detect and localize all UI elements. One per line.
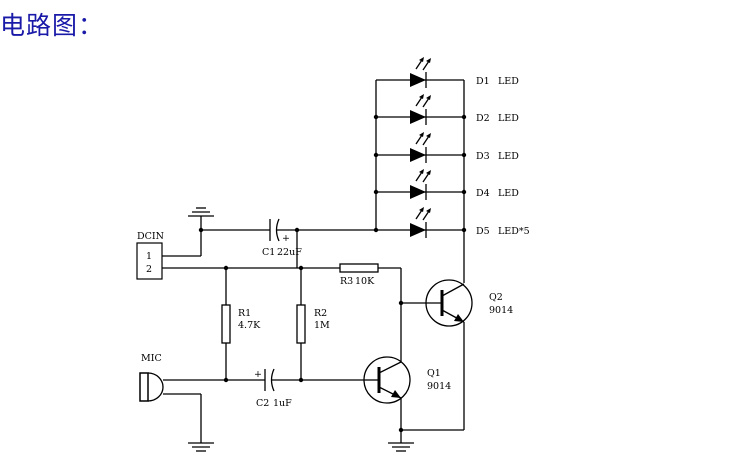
- r2-value: 1M: [314, 320, 330, 331]
- c1-ref: C1: [262, 247, 275, 258]
- led-d1-icon: [410, 57, 431, 88]
- led-d4-ref: D4: [476, 188, 490, 199]
- transistor-q1-icon: [363, 356, 411, 404]
- q1-value: 9014: [427, 381, 451, 392]
- dcin-label: DCIN: [137, 231, 164, 242]
- mic-label: MIC: [141, 353, 162, 364]
- q2-value: 9014: [489, 305, 513, 316]
- c2-ref: C2: [256, 398, 269, 409]
- led-d3-value: LED: [498, 151, 519, 162]
- ground-mic-icon: [188, 442, 214, 452]
- transistor-q2-icon: [425, 279, 473, 327]
- dcin-connector: [136, 242, 163, 280]
- led-d2-ref: D2: [476, 113, 490, 124]
- r1-ref: R1: [238, 308, 251, 319]
- led-d3-ref: D3: [476, 151, 490, 162]
- dcin-pin1: 1: [146, 251, 152, 262]
- q1-ref: Q1: [427, 368, 441, 379]
- capacitor-c2-icon: [264, 368, 275, 392]
- c1-value: 22uF: [277, 247, 302, 258]
- resistor-r3-icon: [339, 263, 379, 273]
- ground-dcin-icon: [188, 207, 214, 217]
- led-d5-value: LED*5: [498, 226, 530, 237]
- r2-ref: R2: [314, 308, 327, 319]
- r3-value: 10K: [355, 276, 375, 287]
- c2-polarity: +: [254, 369, 262, 380]
- c2-value: 1uF: [273, 398, 292, 409]
- microphone-icon: [139, 372, 164, 402]
- led-d5-icon: [410, 207, 431, 238]
- led-d4-icon: [410, 169, 431, 200]
- led-d5-ref: D5: [476, 226, 490, 237]
- dcin-pin2: 2: [146, 264, 152, 275]
- resistor-r2-icon: [296, 304, 306, 344]
- capacitor-c1-icon: [269, 218, 280, 242]
- junctions: [198, 114, 467, 433]
- wires: [162, 79, 465, 443]
- resistor-r1-icon: [221, 304, 231, 344]
- led-d1-ref: D1: [476, 76, 490, 87]
- c1-polarity: +: [282, 233, 290, 244]
- led-d2-icon: [410, 94, 431, 125]
- ground-q1-icon: [388, 442, 414, 452]
- led-d1-value: LED: [498, 76, 519, 87]
- r3-ref: R3: [340, 276, 353, 287]
- q2-ref: Q2: [489, 292, 503, 303]
- led-array: [410, 57, 431, 238]
- led-d2-value: LED: [498, 113, 519, 124]
- r1-value: 4.7K: [238, 320, 261, 331]
- led-d4-value: LED: [498, 188, 519, 199]
- page-title: 电路图：: [0, 11, 105, 40]
- led-d3-icon: [410, 132, 431, 163]
